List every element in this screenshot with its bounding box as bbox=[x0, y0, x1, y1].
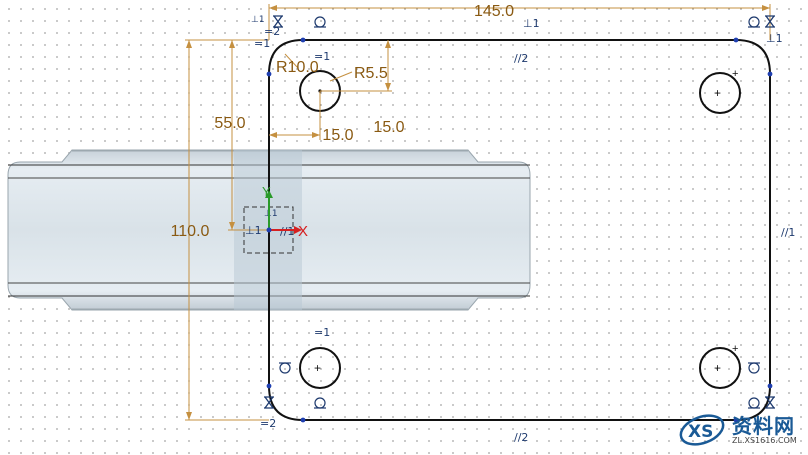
dim-hole-y-15[interactable]: 15.0 bbox=[373, 119, 404, 136]
coincident-symbols[interactable] bbox=[264, 15, 775, 409]
perpendicular-constraint-right: ⊥1 bbox=[766, 32, 783, 45]
equal-constraint-bottom-left: =2 bbox=[260, 417, 276, 430]
tangent-constraint-icons[interactable] bbox=[279, 16, 760, 409]
equal-constraint-hole-tl: =1 bbox=[314, 50, 330, 63]
hole-top-right[interactable]: + + bbox=[699, 68, 741, 114]
dim-half-height-55[interactable]: 55.0 bbox=[214, 115, 245, 132]
parallel-constraint-bottom: //2 bbox=[514, 431, 528, 444]
equal-constraint-hole-bl: =1 bbox=[314, 326, 330, 339]
perpendicular-constraint-origin: ⊥1 bbox=[245, 224, 262, 237]
x-axis-label: X bbox=[298, 223, 308, 240]
dim-hole-x-15[interactable]: 15.0 bbox=[322, 127, 353, 144]
parallel-constraint-top: //2 bbox=[514, 52, 528, 65]
tangent-icon-right-bottom bbox=[748, 362, 760, 374]
dim-corner-radius[interactable]: R10.0 bbox=[276, 59, 319, 76]
sketch-vertices[interactable] bbox=[266, 37, 773, 423]
equal-constraint-left-top: =1 bbox=[254, 37, 270, 50]
hole-bottom-right[interactable]: + + bbox=[699, 343, 741, 389]
tangent-icon-bottom-left bbox=[314, 397, 326, 409]
dim-height-110[interactable]: 110.0 bbox=[171, 223, 210, 240]
watermark-text: 资料网 bbox=[732, 414, 795, 438]
tangent-icon-bottom-right bbox=[748, 397, 760, 409]
svg-text:+: + bbox=[714, 86, 721, 100]
svg-text:XS: XS bbox=[688, 422, 713, 442]
tangent-icon-top-left bbox=[314, 16, 326, 28]
y-axis-label: Y bbox=[262, 184, 271, 199]
equal-constraint-top-left: =2 bbox=[264, 25, 280, 38]
watermark-url: ZL.XS1616.COM bbox=[732, 436, 797, 445]
svg-text:+: + bbox=[732, 68, 738, 80]
watermark-logo: XS bbox=[676, 408, 806, 450]
perpendicular-constraint-top: ⊥1 bbox=[523, 17, 540, 30]
dim-width-145[interactable]: 145.0 bbox=[474, 3, 514, 20]
svg-text:+: + bbox=[732, 343, 738, 355]
dimension-lines bbox=[185, 4, 771, 421]
coincident-constraint-origin: ⊥1 bbox=[264, 209, 278, 219]
constraint-markers[interactable]: //2 //2 //1 //1 =1 =1 =1 =2 =2 ⊥1 ⊥1 ⊥1 … bbox=[245, 15, 795, 444]
svg-text:+: + bbox=[314, 361, 321, 375]
svg-text:+: + bbox=[714, 361, 721, 375]
sketch-origin[interactable] bbox=[243, 190, 302, 254]
tangent-icon-top-right bbox=[748, 16, 760, 28]
hole-bottom-left[interactable]: + bbox=[299, 347, 341, 389]
perpendicular-constraint-topleft: ⊥1 bbox=[251, 15, 265, 25]
parallel-constraint-origin: //1 bbox=[280, 225, 294, 238]
tangent-icon-left-bottom bbox=[279, 362, 291, 374]
dimension-arrows bbox=[186, 5, 770, 420]
parallel-constraint-right: //1 bbox=[781, 226, 795, 239]
dim-hole-radius[interactable]: R5.5 bbox=[354, 65, 388, 82]
